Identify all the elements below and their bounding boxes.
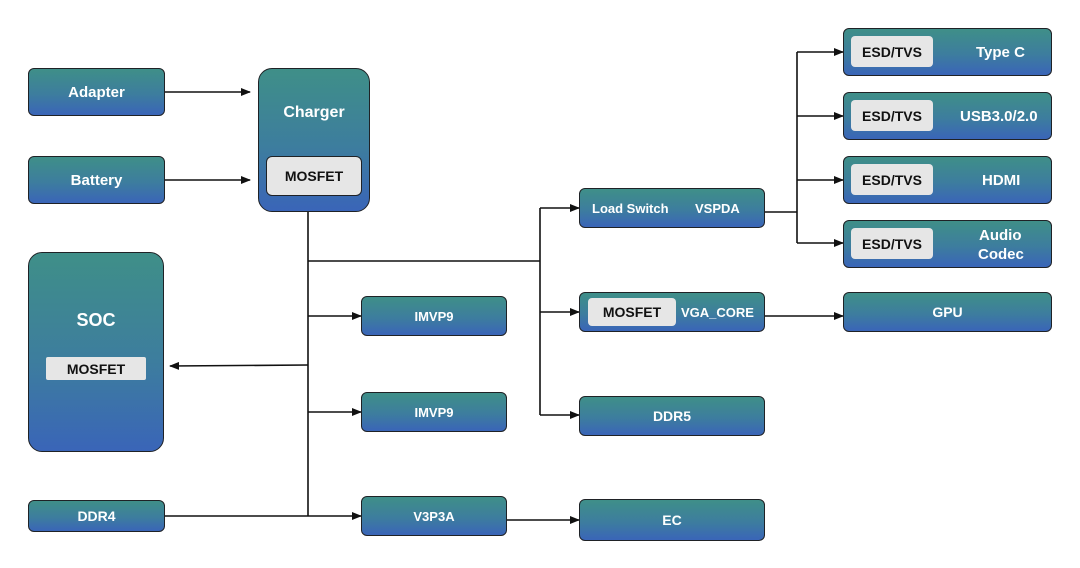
- vga-core-label: VGA_CORE: [681, 305, 754, 320]
- adapter-label: Adapter: [68, 83, 125, 101]
- ddr5-block: DDR5: [579, 396, 765, 436]
- esd-tvs-tag-1: ESD/TVS: [851, 36, 933, 67]
- battery-block: Battery: [28, 156, 165, 204]
- vspda-label: VSPDA: [695, 201, 740, 216]
- imvp9-label-1: IMVP9: [414, 308, 454, 324]
- ddr4-label: DDR4: [77, 508, 116, 524]
- esd-tvs-tag-3: ESD/TVS: [851, 164, 933, 195]
- ddr4-block: DDR4: [28, 500, 165, 532]
- usb-block: ESD/TVS USB3.0/2.0: [843, 92, 1052, 140]
- ec-block: EC: [579, 499, 765, 541]
- usb-label: USB3.0/2.0: [960, 108, 1038, 125]
- charger-block: Charger MOSFET: [258, 68, 370, 212]
- charger-label: Charger: [283, 104, 345, 121]
- typec-label: Type C: [976, 44, 1025, 61]
- vga-core-block: MOSFET VGA_CORE: [579, 292, 765, 332]
- audio-label-line2: Codec: [978, 246, 1024, 263]
- to-soc-arrow: [169, 361, 309, 370]
- hdmi-label: HDMI: [982, 172, 1021, 189]
- battery-label: Battery: [70, 171, 123, 189]
- imvp9-block-2: IMVP9: [361, 392, 507, 432]
- hdmi-block: ESD/TVS HDMI: [843, 156, 1052, 204]
- ec-label: EC: [662, 512, 682, 528]
- audio-codec-block: ESD/TVS Audio Codec: [843, 220, 1052, 268]
- imvp9-block-1: IMVP9: [361, 296, 507, 336]
- load-switch-label: Load Switch: [592, 201, 669, 216]
- v3p3a-block: V3P3A: [361, 496, 507, 536]
- ddr5-label: DDR5: [652, 408, 692, 424]
- audio-label-line1: Audio: [979, 227, 1022, 244]
- load-switch-block: Load Switch VSPDA: [579, 188, 765, 228]
- v3p3a-label: V3P3A: [413, 508, 455, 524]
- vga-mosfet-tag: MOSFET: [588, 298, 676, 326]
- imvp9-label-2: IMVP9: [414, 404, 454, 420]
- soc-block: SOC MOSFET: [28, 252, 164, 452]
- gpu-block: GPU: [843, 292, 1052, 332]
- soc-mosfet-tag: MOSFET: [46, 357, 146, 380]
- gpu-label: GPU: [932, 304, 963, 320]
- typec-block: ESD/TVS Type C: [843, 28, 1052, 76]
- esd-tvs-tag-2: ESD/TVS: [851, 100, 933, 131]
- adapter-block: Adapter: [28, 68, 165, 116]
- esd-tvs-tag-4: ESD/TVS: [851, 228, 933, 259]
- charger-mosfet-tag: MOSFET: [266, 156, 362, 196]
- soc-label: SOC: [76, 310, 116, 330]
